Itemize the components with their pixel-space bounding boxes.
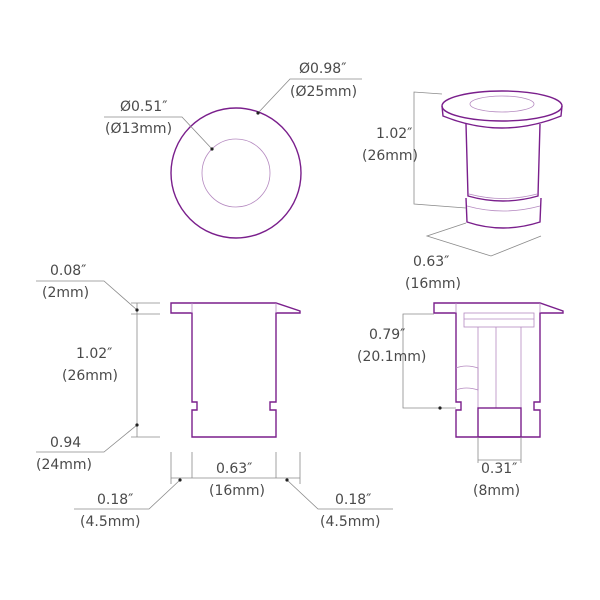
side-view: 0.08″ (2mm) 1.02″ (26mm) 0.94 (24mm) 0.6… — [36, 263, 393, 530]
side-groove-dot — [135, 423, 139, 427]
section-top-recess — [463, 312, 535, 328]
side-flange-metric: (2mm) — [42, 285, 89, 301]
side-width-metric: (16mm) — [209, 483, 265, 499]
left-overhang-dot — [178, 478, 182, 482]
iso-height-dim-line — [413, 91, 467, 209]
right-overhang-imperial: 0.18″ — [335, 492, 371, 508]
iso-width-metric: (16mm) — [405, 276, 461, 292]
left-overhang-leader — [74, 479, 181, 510]
side-view-outline — [170, 302, 301, 438]
right-overhang-dot — [285, 478, 289, 482]
top-view-outer-circle — [170, 107, 302, 239]
side-groove-metric: (24mm) — [36, 457, 92, 473]
side-groove-leader — [36, 424, 138, 453]
inner-diameter-metric: (Ø13mm) — [105, 121, 172, 137]
section-side-hole — [455, 365, 479, 391]
iso-body — [465, 123, 541, 202]
side-flange-leader — [36, 280, 138, 311]
section-view: 0.79″ (20.1mm) 0.31″ (8mm) — [357, 302, 564, 499]
iso-bottom-ring-shade — [466, 205, 541, 212]
section-bore-metric: (8mm) — [473, 483, 520, 499]
left-overhang-imperial: 0.18″ — [97, 492, 133, 508]
outer-diameter-leader — [257, 78, 362, 114]
section-depth-dot — [438, 406, 442, 410]
top-view: Ø0.98″ (Ø25mm) Ø0.51″ (Ø13mm) — [104, 61, 362, 239]
section-depth-dim-line — [402, 313, 456, 409]
outer-diameter-imperial: Ø0.98″ — [299, 61, 346, 77]
side-height-imperial: 1.02″ — [76, 346, 112, 362]
iso-groove — [468, 193, 538, 199]
top-view-inner-circle — [201, 138, 271, 208]
iso-width-dim-line — [425, 222, 542, 257]
iso-flange-rim — [441, 105, 563, 129]
outer-diameter-metric: (Ø25mm) — [290, 84, 357, 100]
side-width-imperial: 0.63″ — [216, 461, 252, 477]
section-outer-outline — [433, 302, 564, 438]
section-depth-metric: (20.1mm) — [357, 349, 426, 365]
section-bottom-bore — [477, 407, 522, 438]
section-depth-imperial: 0.79″ — [369, 327, 405, 343]
right-overhang-metric: (4.5mm) — [320, 514, 380, 530]
left-overhang-metric: (4.5mm) — [80, 514, 140, 530]
iso-width-imperial: 0.63″ — [413, 254, 449, 270]
inner-diameter-leader — [104, 116, 213, 150]
inner-diameter-dot — [210, 147, 214, 151]
inner-diameter-imperial: Ø0.51″ — [120, 99, 167, 115]
side-flange-dot — [135, 308, 139, 312]
iso-bottom-ring — [465, 197, 542, 229]
outer-diameter-dot — [256, 111, 260, 115]
iso-height-metric: (26mm) — [362, 148, 418, 164]
right-overhang-leader — [286, 479, 393, 510]
side-groove-imperial: 0.94 — [50, 435, 81, 451]
side-height-metric: (26mm) — [62, 368, 118, 384]
side-flange-imperial: 0.08″ — [50, 263, 86, 279]
iso-bore-opening — [469, 95, 535, 113]
iso-height-imperial: 1.02″ — [376, 126, 412, 142]
section-bore-imperial: 0.31″ — [481, 461, 517, 477]
iso-flange-top — [441, 90, 563, 122]
iso-view: 1.02″ (26mm) 0.63″ (16mm) — [362, 90, 563, 292]
